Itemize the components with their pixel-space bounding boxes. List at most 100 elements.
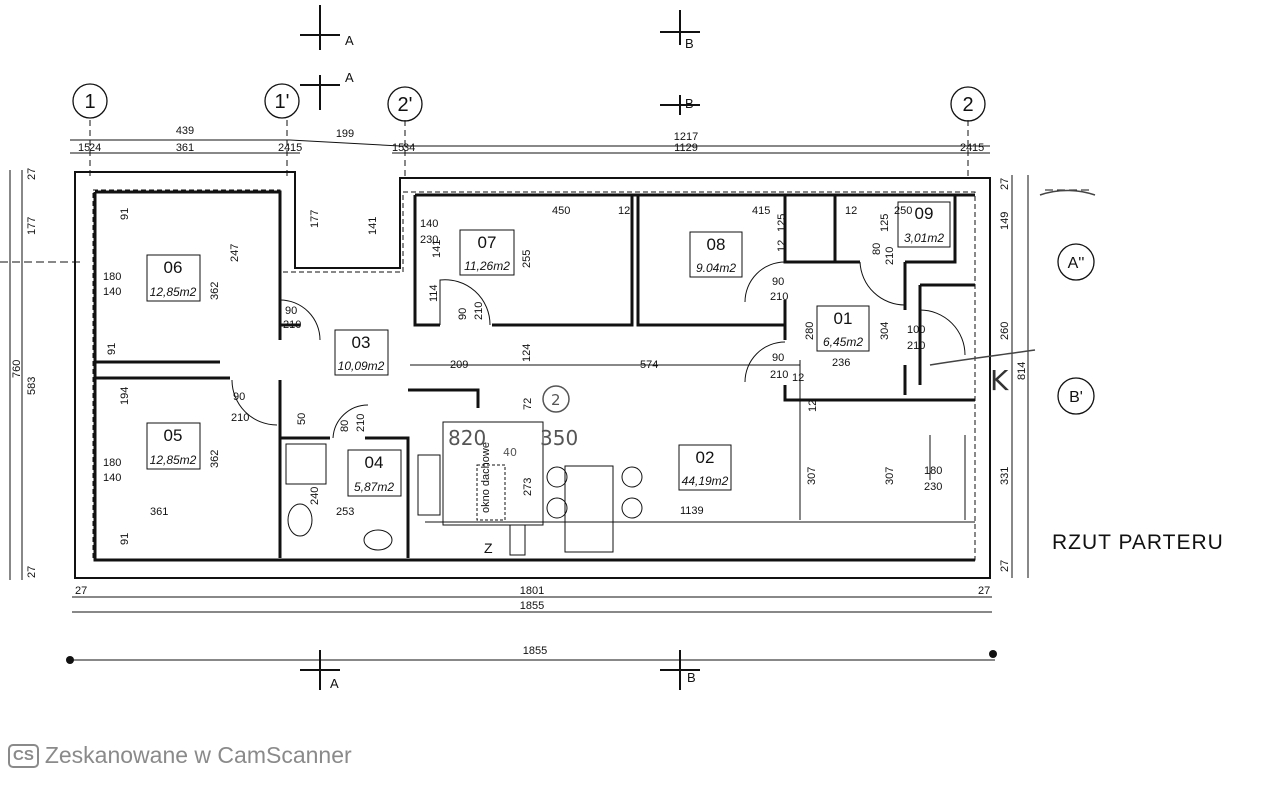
dim-label: 90 [772, 276, 784, 288]
dim-label: 12 [618, 205, 630, 217]
dim-label: 255 [521, 250, 533, 268]
section-label-a-bottom: A [330, 676, 339, 691]
dim-label: 1217 [674, 131, 698, 143]
handwriting-circle [542, 385, 570, 413]
dim-label: 210 [473, 302, 485, 320]
kitchen-note: okno dachowe [480, 442, 492, 513]
dim-label: 199 [336, 128, 354, 140]
dim-label: 27 [999, 178, 1011, 190]
dim-label: 24 [89, 142, 101, 154]
handwritten-2: 2 [551, 391, 561, 409]
dim-label: 12 [807, 400, 819, 412]
dim-label: 91 [106, 343, 118, 355]
dim-label: 125 [776, 214, 788, 232]
dim-label: 210 [231, 412, 249, 424]
room-number: 01 [834, 309, 853, 328]
dim-label: 230 [420, 234, 438, 246]
dim-label: 236 [832, 357, 850, 369]
dim-label: 361 [176, 142, 194, 154]
dim-label: 247 [229, 244, 241, 262]
dim-label: 210 [355, 414, 367, 432]
kitchen-mark: Z [484, 540, 493, 556]
door-swings [231, 261, 966, 520]
section-label-a-mid: A [345, 70, 354, 85]
section-label-b-mid: B [685, 96, 694, 111]
room-01: 016,45m2 [823, 309, 863, 349]
dim-label: 230 [924, 481, 942, 493]
handwritten-k: K [990, 364, 1009, 397]
dim-label: 15 [290, 142, 302, 154]
dim-label: 91 [119, 208, 131, 220]
dim-label: 1855 [523, 645, 547, 657]
dim-label: 140 [103, 472, 121, 484]
dim-label: 180 [103, 271, 121, 283]
handwritten-40: 40 [503, 446, 517, 459]
dim-label: 1855 [520, 600, 544, 612]
dim-label: 15 [78, 142, 90, 154]
dimension-lines [0, 120, 1090, 661]
dim-label: 100 [907, 324, 925, 336]
watermark-text: Zeskanowane w CamScanner [44, 742, 352, 768]
dim-label: 114 [428, 284, 440, 302]
dim-label: 140 [420, 218, 438, 230]
dim-label: 814 [1016, 362, 1028, 380]
camscanner-logo-icon: CS [8, 743, 39, 768]
section-label-b-top: B [685, 36, 694, 51]
dim-label: 415 [752, 205, 770, 217]
dim-label: 15 [392, 142, 404, 154]
camscanner-watermark: CS Zeskanowane w CamScanner [8, 742, 352, 769]
outer-wall-inner [92, 189, 976, 561]
dim-label: 72 [522, 398, 534, 410]
dim-label: 90 [457, 308, 469, 320]
dim-label: 760 [11, 360, 23, 378]
room-number: 03 [352, 333, 371, 352]
dim-label: 1129 [674, 142, 698, 154]
dim-label: 210 [770, 291, 788, 303]
dim-label: 280 [804, 322, 816, 340]
dim-label: 240 [309, 487, 321, 505]
dim-label: 15 [972, 142, 984, 154]
dim-label: 209 [450, 359, 468, 371]
dim-label: 27 [999, 560, 1011, 572]
dim-label: 1801 [520, 585, 544, 597]
dim-label: 583 [26, 377, 38, 395]
dim-label: 210 [907, 340, 925, 352]
dim-label: 24 [960, 142, 972, 154]
dim-label: 140 [103, 286, 121, 298]
dim-label: 574 [640, 359, 658, 371]
axis-label-1: 1 [84, 91, 95, 113]
dim-label: 141 [367, 217, 379, 235]
dim-label: 124 [521, 344, 533, 362]
room-label-boxes [146, 201, 951, 556]
dim-label: 194 [119, 387, 131, 405]
dim-label: 1139 [680, 505, 704, 517]
dim-label: 362 [209, 450, 221, 468]
room-number: 09 [915, 204, 934, 223]
dim-label: 125 [879, 214, 891, 232]
dim-label: 307 [806, 467, 818, 485]
dim-label: 27 [26, 566, 38, 578]
dim-label: 27 [75, 585, 87, 597]
dim-label: 80 [339, 420, 351, 432]
dim-label: 91 [119, 533, 131, 545]
axis-label-2: 2 [962, 94, 973, 116]
handwritten-820: 820 [448, 426, 486, 450]
dim-label: 250 [894, 205, 912, 217]
room-area: 3,01m2 [904, 231, 944, 245]
dim-label: 12 [845, 205, 857, 217]
dim-label: 210 [283, 319, 301, 331]
room-number: 08 [707, 235, 726, 254]
dim-label: 180 [924, 465, 942, 477]
dim-label: 361 [150, 506, 168, 518]
dim-label: 260 [999, 322, 1011, 340]
axis-bubbles [72, 83, 1095, 415]
room-area: 12,85m2 [150, 453, 197, 467]
dim-label: 90 [285, 305, 297, 317]
axis-label-a: A'' [1068, 255, 1085, 272]
section-label-a-top: A [345, 33, 354, 48]
